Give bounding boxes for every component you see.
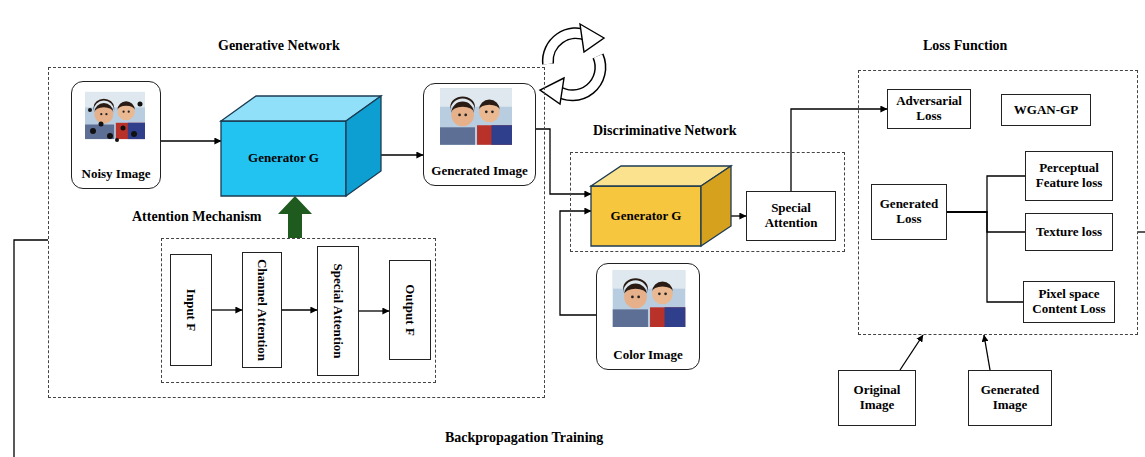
block-label: Generator G bbox=[248, 151, 319, 166]
process-box: Special Attention bbox=[746, 191, 836, 241]
box-label: Generated Image bbox=[973, 383, 1047, 413]
connector bbox=[947, 212, 1025, 232]
connector bbox=[731, 215, 746, 216]
box-label: Generated Loss bbox=[876, 197, 942, 227]
generator-block: Generator G bbox=[591, 166, 731, 246]
noisy-photo bbox=[85, 92, 145, 139]
connector bbox=[947, 176, 1025, 212]
process-box: WGAN-GP bbox=[1001, 94, 1091, 126]
connector bbox=[161, 140, 221, 141]
rotated-label: Output F bbox=[403, 284, 418, 336]
image-card: Generated Image bbox=[423, 83, 536, 186]
attention-arrow bbox=[278, 196, 312, 238]
block-face-label: Generator G bbox=[221, 121, 346, 196]
rotated-label: Special Attention bbox=[331, 264, 346, 359]
process-box: Output F bbox=[389, 260, 431, 360]
process-box: Original Image bbox=[838, 370, 916, 426]
rotated-label: Input F bbox=[184, 289, 199, 331]
process-box: Channel Attention bbox=[242, 252, 282, 368]
group-title: Generative Network bbox=[216, 38, 342, 54]
box-label: Pixel space Content Loss bbox=[1028, 287, 1110, 317]
block-face bbox=[346, 96, 381, 196]
block-label: Generator G bbox=[611, 209, 682, 224]
process-box: Texture loss bbox=[1025, 213, 1113, 251]
connector bbox=[900, 335, 923, 370]
group-title: Attention Mechanism bbox=[130, 209, 264, 225]
block-shape bbox=[221, 96, 381, 196]
box-label: Original Image bbox=[843, 383, 911, 413]
caption-label: Backpropagation Training bbox=[445, 430, 603, 446]
backprop-wire bbox=[1138, 231, 1145, 232]
box-label: Texture loss bbox=[1036, 225, 1102, 240]
group-title: Loss Function bbox=[921, 38, 1009, 54]
connector bbox=[947, 212, 1023, 302]
rotated-label: Channel Attention bbox=[255, 259, 270, 361]
noise-dots bbox=[88, 102, 143, 143]
process-box: Special Attention bbox=[317, 246, 359, 376]
image-card: Color Image bbox=[596, 263, 700, 370]
process-box: Input F bbox=[170, 254, 212, 366]
connector bbox=[282, 309, 317, 310]
group-title: Discriminative Network bbox=[591, 123, 738, 139]
connector bbox=[984, 335, 990, 370]
block-face bbox=[591, 186, 701, 246]
cycle-icon bbox=[540, 24, 604, 104]
block-face-label: Generator G bbox=[591, 186, 701, 246]
connector bbox=[212, 309, 242, 310]
process-box: Pixel space Content Loss bbox=[1023, 281, 1115, 323]
box-label: WGAN-GP bbox=[1014, 103, 1078, 118]
connector bbox=[359, 310, 389, 311]
connector bbox=[791, 109, 887, 191]
block-face bbox=[221, 121, 346, 196]
process-box: Generated Loss bbox=[871, 184, 947, 240]
generated-photo bbox=[440, 88, 512, 145]
block-face bbox=[701, 166, 731, 246]
group-panel: Loss FunctionAdversarial LossWGAN-GPGene… bbox=[858, 70, 1138, 335]
group-panel: Generative NetworkNoisy ImageGenerator G… bbox=[48, 67, 545, 398]
process-box: Adversarial Loss bbox=[887, 89, 971, 129]
block-shape bbox=[591, 166, 731, 246]
box-label: Adversarial Loss bbox=[892, 94, 966, 124]
connector bbox=[381, 154, 423, 155]
box-label: Perceptual Feature loss bbox=[1030, 161, 1108, 191]
backprop-wire bbox=[14, 240, 48, 457]
box-label: Special Attention bbox=[751, 201, 831, 231]
group-panel: Attention MechanismInput FChannel Attent… bbox=[161, 238, 436, 383]
process-box: Generated Image bbox=[968, 370, 1052, 426]
image-caption: Noisy Image bbox=[74, 167, 158, 182]
process-box: Perceptual Feature loss bbox=[1025, 151, 1113, 201]
image-card: Noisy Image bbox=[71, 81, 161, 189]
image-caption: Generated Image bbox=[426, 164, 533, 179]
image-caption: Color Image bbox=[599, 348, 697, 363]
group-panel: Discriminative NetworkGenerator GSpecial… bbox=[570, 152, 845, 252]
generator-block: Generator G bbox=[221, 96, 381, 196]
color-photo bbox=[613, 270, 686, 327]
